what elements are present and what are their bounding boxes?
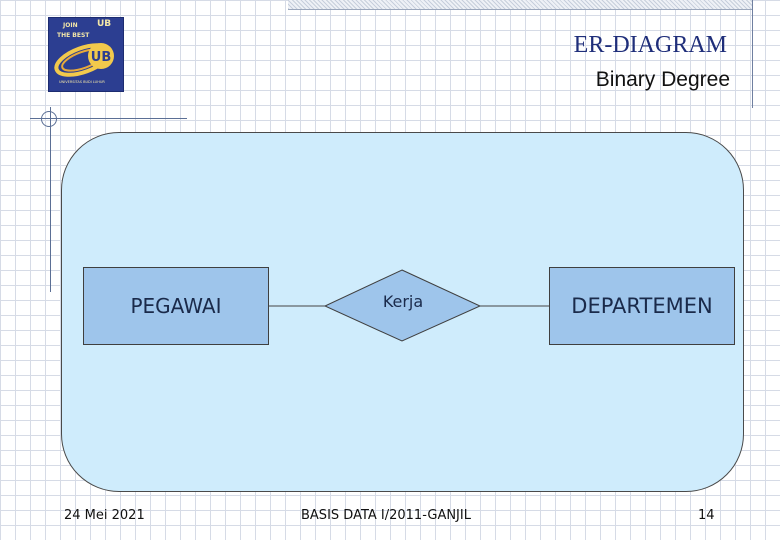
logo-ub-small-text: UB (97, 19, 112, 29)
entity-pegawai: PEGAWAI (83, 267, 269, 345)
logo-university-text: UNIVERSITAS BUDI LUHUR (59, 80, 105, 84)
right-vertical-rule (752, 0, 753, 108)
footer-course: BASIS DATA I/2011-GANJIL (301, 508, 471, 523)
decorative-vertical-line (50, 107, 51, 292)
logo-the-best-text: THE BEST (57, 32, 90, 39)
entity-departemen: DEPARTEMEN (549, 267, 735, 345)
logo-emblem-icon: UB (54, 43, 114, 77)
slide-subtitle: Binary Degree (595, 68, 730, 91)
decorative-horizontal-line (30, 118, 187, 119)
logo-join-text: JOIN (63, 22, 78, 29)
logo-ub-big: UB (91, 50, 111, 65)
university-logo: UB JOIN UB THE BEST UNIVERSITAS BUDI LUH… (48, 17, 124, 92)
decorative-circle (41, 111, 57, 127)
footer-page-number: 14 (698, 508, 715, 523)
relationship-diamond (323, 269, 482, 342)
relationship-label: Kerja (382, 292, 424, 311)
top-decorative-bar (288, 0, 753, 10)
footer-date: 24 Mei 2021 (64, 508, 145, 523)
slide-title: ER-DIAGRAM (573, 32, 727, 58)
